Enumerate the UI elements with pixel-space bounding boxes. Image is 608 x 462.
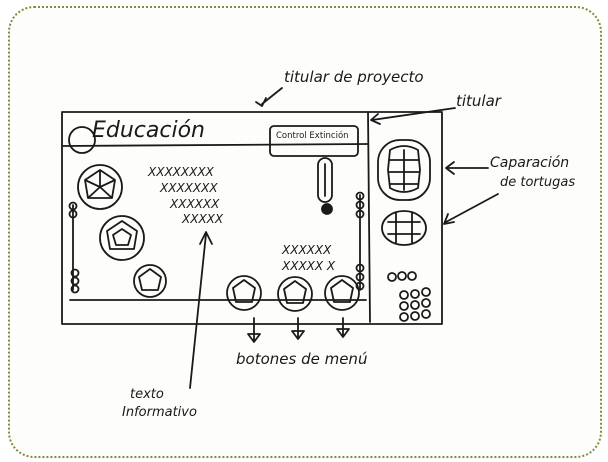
menu-button-pattern <box>232 279 256 303</box>
side-text-line: XXXXX X <box>281 259 336 273</box>
shell-pattern <box>138 268 162 291</box>
shell-pattern <box>387 212 421 244</box>
annotation-info-text-line1: texto <box>130 387 164 402</box>
sidebar-divider <box>367 111 371 323</box>
right-scroll-dot <box>355 263 365 273</box>
shell-pattern <box>106 220 138 250</box>
left-slider-dot <box>70 284 80 294</box>
sidebar-dot-grid[interactable] <box>387 271 431 322</box>
shell-pattern <box>387 145 421 193</box>
info-text-line: XXXXXXXX <box>147 165 215 179</box>
info-text-line: XXXXX <box>181 212 224 226</box>
info-text-line: XXXXXXX <box>159 181 218 195</box>
menu-button-pattern <box>283 280 307 304</box>
turtle-shell-icon[interactable] <box>133 264 167 298</box>
left-slider-dot <box>68 209 78 219</box>
annotation-turtle-comparison-line2: de tortugas <box>500 175 576 190</box>
side-text-line: XXXXXX <box>281 243 332 257</box>
shell-pattern <box>84 169 116 199</box>
turtle-shell-icon[interactable] <box>77 164 123 210</box>
left-slider-dot <box>68 201 78 211</box>
annotation-menu-buttons: botones de menú <box>236 350 368 368</box>
right-scroll-dot <box>355 200 365 210</box>
info-text-line: XXXXXX <box>169 197 220 211</box>
menu-arrows <box>247 317 350 343</box>
info-text-block: XXXXXXXX XXXXXXX XXXXXX XXXXX <box>147 165 224 226</box>
right-scroll-dot <box>355 272 365 282</box>
menu-button-pattern <box>330 279 354 303</box>
menu-button-3[interactable] <box>324 275 360 311</box>
annotation-project-title: titular de proyecto <box>284 68 424 86</box>
capsule-knob <box>321 203 333 215</box>
sidebar-shell-large-icon[interactable] <box>377 139 431 201</box>
sidebar-turtle-icon[interactable] <box>381 210 427 246</box>
header-divider <box>61 143 369 147</box>
left-slider-dot <box>70 276 80 286</box>
annotation-pointers <box>189 87 499 389</box>
left-slider-dot <box>70 268 80 278</box>
right-scroll-dot <box>355 281 365 291</box>
menu-button-2[interactable] <box>277 276 313 312</box>
app-title: Educación <box>92 118 205 143</box>
annotation-info-text-line2: Informativo <box>122 405 197 420</box>
control-extincion-button[interactable] <box>269 125 359 157</box>
annotation-turtle-comparison-line1: Caparación <box>490 155 570 171</box>
right-scroll-dot <box>355 209 365 219</box>
menu-button-1[interactable] <box>226 275 262 311</box>
logo-icon[interactable] <box>68 126 96 154</box>
side-text-block: XXXXXX XXXXX X <box>281 243 336 273</box>
capsule-slider[interactable] <box>317 157 333 203</box>
annotation-title: titular <box>456 92 501 110</box>
turtle-shell-icon[interactable] <box>99 215 145 261</box>
screen-outline <box>61 111 443 325</box>
right-scroll-dot <box>355 191 365 201</box>
control-button-label[interactable]: Control Extinción <box>276 130 349 141</box>
